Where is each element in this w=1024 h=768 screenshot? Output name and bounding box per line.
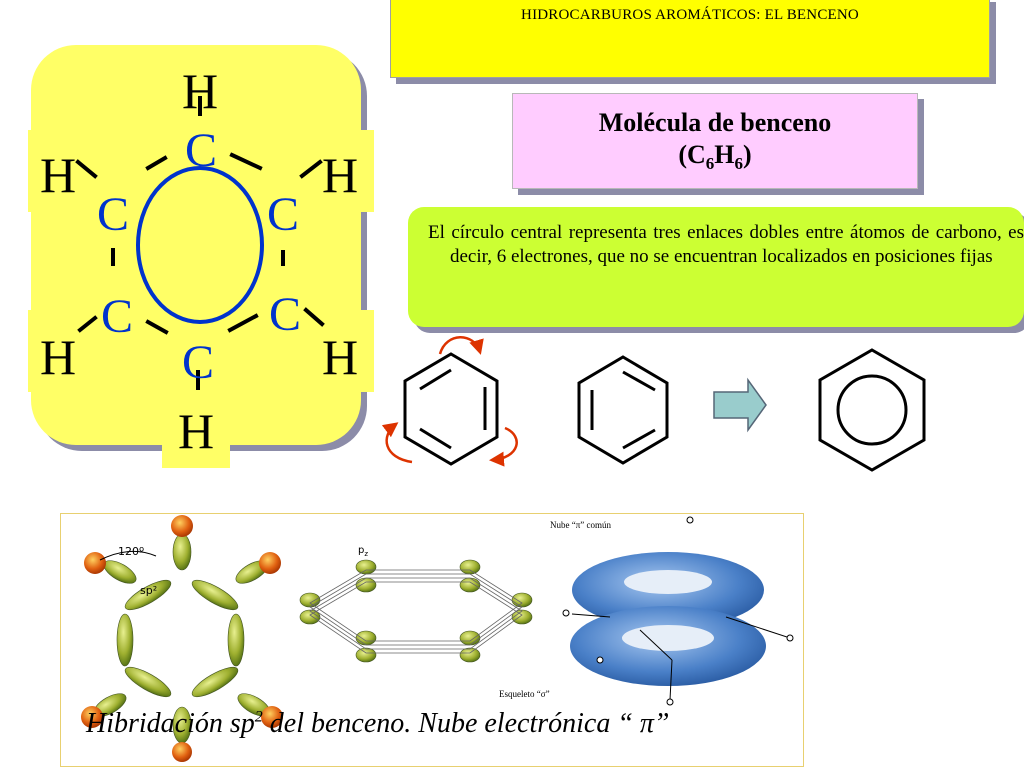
description-box: El círculo central representa tres enlac… <box>408 207 1024 327</box>
carbon-atom: C <box>97 188 129 241</box>
bond-line <box>229 152 263 171</box>
hybridization-caption: Hibridación sp2 del benceno. Nube electr… <box>86 708 670 739</box>
hydrogen-atom: H <box>182 63 218 119</box>
bond-line <box>303 307 325 327</box>
molecule-formula: (C6H6) <box>678 140 752 174</box>
carbon-atom: C <box>101 290 133 343</box>
h-patch-bottom <box>162 400 230 468</box>
slide-title: HIDROCARBUROS AROMÁTICOS: EL BENCENO <box>521 7 859 23</box>
resonance-arrow-icon <box>438 336 484 355</box>
carbon-atom: C <box>185 124 217 177</box>
bond-line <box>75 159 98 179</box>
molecule-title: Molécula de benceno <box>598 108 832 137</box>
bond-line <box>227 313 259 333</box>
sp2-orbital-framework: 120º sp² <box>81 515 283 762</box>
carbon-atom: C <box>267 188 299 241</box>
pi-cloud-illustration <box>562 516 794 706</box>
h-patch-upper-left <box>28 130 88 212</box>
h-patch-upper-right <box>312 130 374 212</box>
bond-line <box>145 319 169 335</box>
kekule-structure-1 <box>403 352 499 466</box>
resonance-arrow-icon <box>489 426 518 467</box>
benzene-circle-structure <box>818 348 926 472</box>
benzene-circle-frame <box>812 348 940 474</box>
pz-label: pz <box>358 545 368 558</box>
carbon-atom: C <box>269 288 301 341</box>
pi-cloud-label: Nube “π” común <box>550 520 612 530</box>
sp2-label: sp² <box>140 584 157 597</box>
p-orbitals-illustration: pz <box>299 545 533 663</box>
h-patch-lower-left <box>28 310 88 392</box>
molecule-title-box: Molécula de benceno (C6H6) <box>512 93 918 189</box>
resonance-arrow-icon <box>381 422 413 464</box>
hydrogen-atom: H <box>40 329 76 385</box>
title-banner: HIDROCARBUROS AROMÁTICOS: EL BENCENO <box>390 0 990 78</box>
kekule-structure-2 <box>577 355 669 465</box>
bond-line <box>77 315 98 333</box>
delocalized-ring <box>136 166 264 324</box>
bond-line <box>299 159 323 179</box>
hydrogen-atom: H <box>322 329 358 385</box>
right-arrow-icon <box>713 377 767 433</box>
hydrogen-atom: H <box>40 147 76 203</box>
hydrogen-atom: H <box>178 403 214 459</box>
bond-line <box>145 155 168 171</box>
sigma-skeleton-label: Esqueleto “σ” <box>499 689 550 699</box>
hydrogen-atom: H <box>322 147 358 203</box>
description-text: El círculo central representa tres enlac… <box>428 222 1024 268</box>
carbon-atom: C <box>182 336 214 389</box>
angle-label: 120º <box>118 545 144 558</box>
